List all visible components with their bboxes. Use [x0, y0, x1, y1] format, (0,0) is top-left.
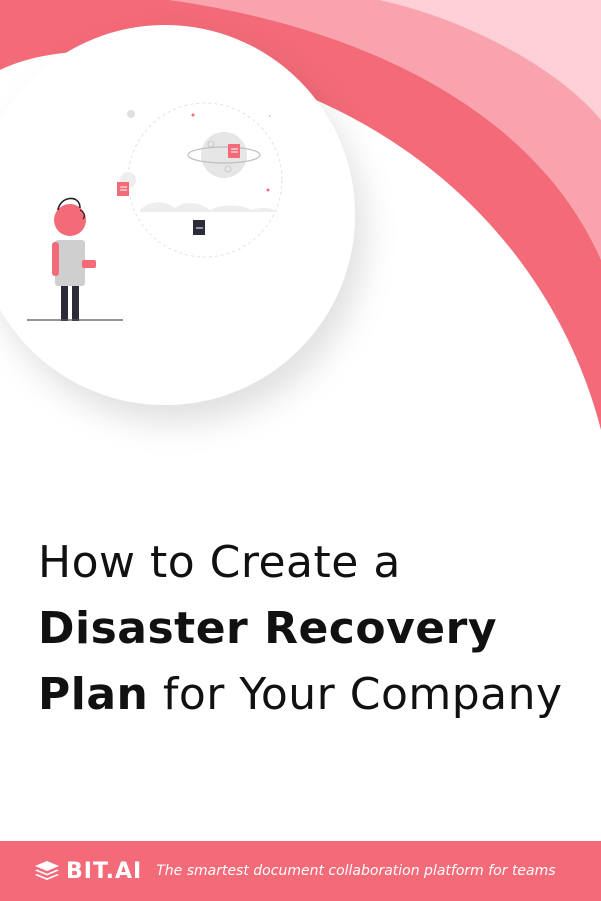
logo-text: BIT.AI	[66, 858, 143, 884]
title-line-3-bold: Plan	[38, 669, 149, 720]
floating-document-icon	[117, 182, 129, 196]
brand-logo[interactable]: BIT.AI	[34, 859, 142, 884]
page-title: How to Create a Disaster Recovery Plan f…	[38, 530, 578, 728]
title-line-1: How to Create a	[38, 537, 401, 588]
swoosh-main	[0, 0, 601, 430]
dot-gray	[127, 110, 135, 118]
title-line-3-light: for Your Company	[148, 669, 563, 720]
crater-1	[207, 140, 215, 148]
title-line-2: Disaster Recovery	[38, 603, 498, 654]
hero-circle	[0, 25, 355, 405]
dot-gray-2	[269, 115, 271, 117]
crater-2	[224, 165, 232, 173]
planet-ring	[187, 146, 261, 164]
dot-pink-2	[266, 188, 270, 192]
footer-banner: BIT.AI The smartest document collaborati…	[0, 841, 601, 901]
person-figure	[52, 197, 96, 321]
hero-illustration	[27, 102, 283, 321]
dot-pink-1	[191, 113, 195, 117]
planet-document-icon	[228, 144, 240, 158]
swoosh-light	[380, 0, 601, 120]
planet	[201, 132, 247, 178]
title-line-3: Plan for Your Company	[38, 662, 578, 728]
stacked-layers-icon	[35, 861, 59, 880]
clouds	[140, 202, 278, 212]
tagline: The smartest document collaboration plat…	[156, 863, 556, 879]
swoosh-medium	[170, 0, 601, 260]
